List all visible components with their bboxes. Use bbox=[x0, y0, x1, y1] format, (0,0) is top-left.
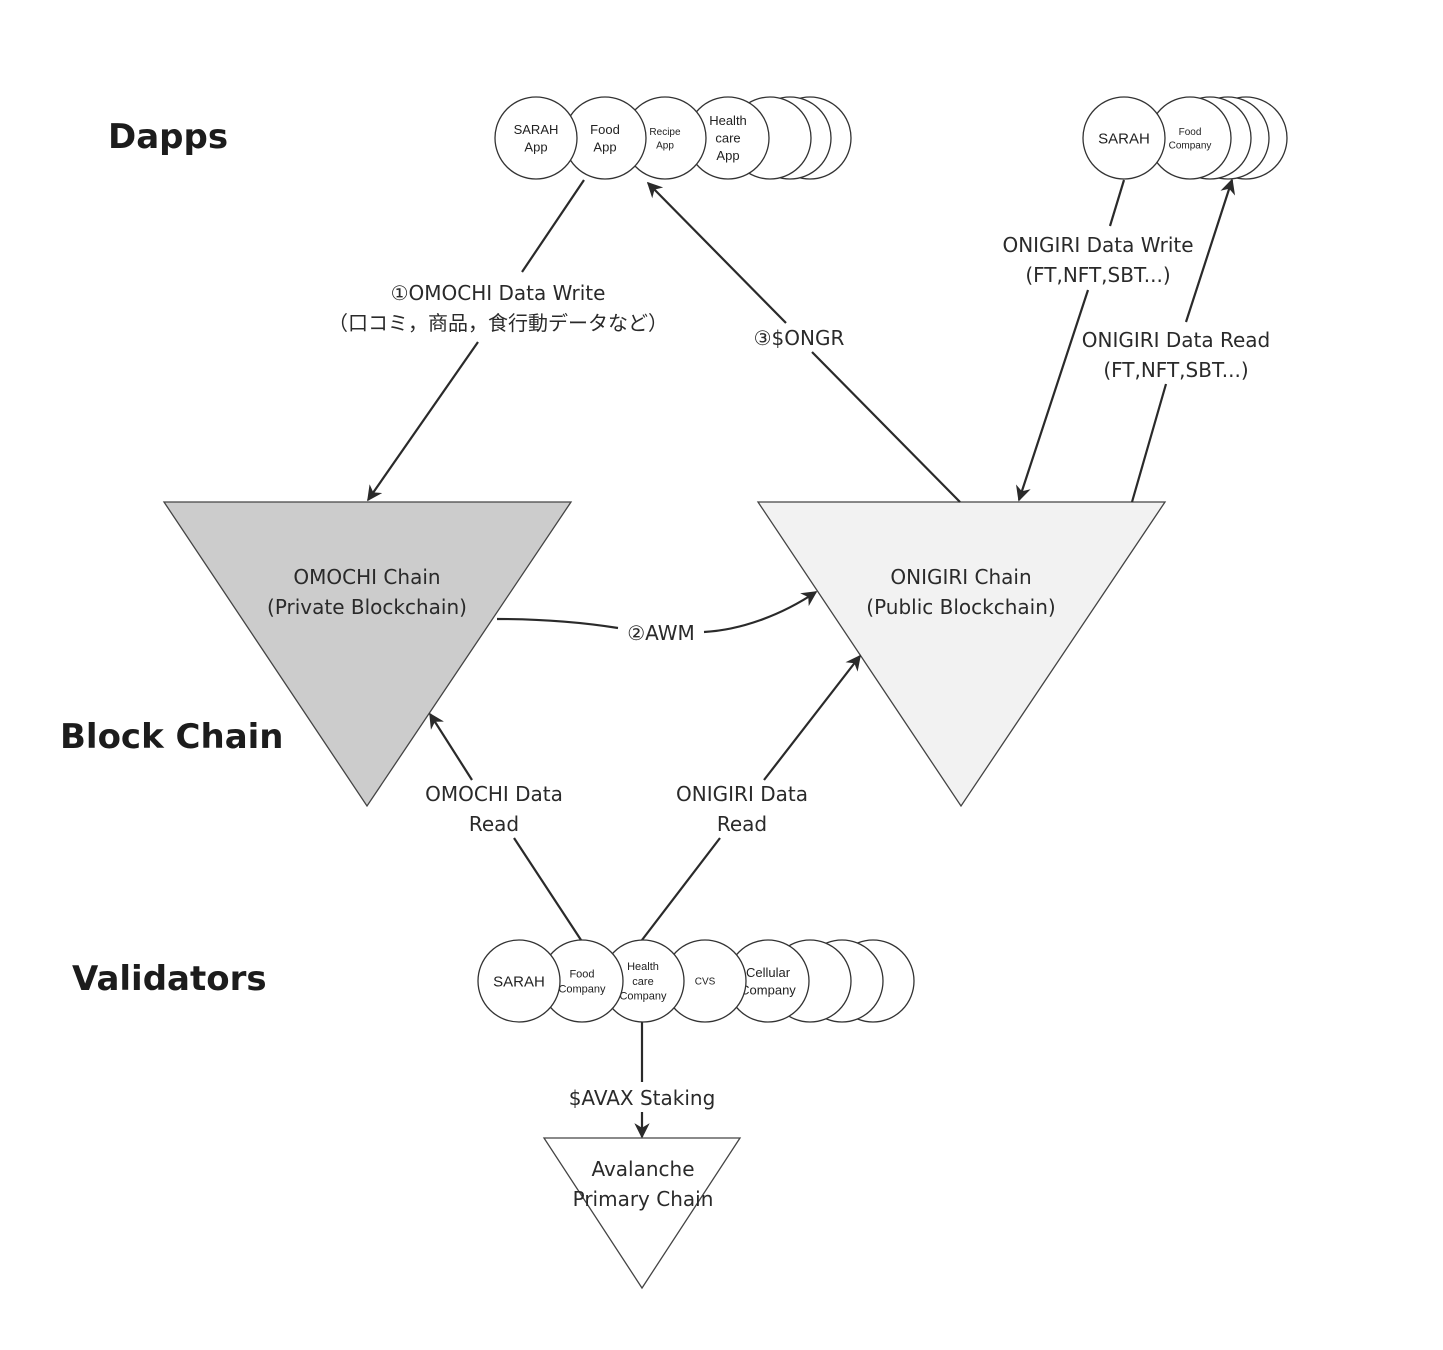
edge-label-omochi-read-2: Read bbox=[469, 812, 519, 836]
layer-label-dapps: Dapps bbox=[108, 117, 228, 157]
edge-omochi-write-lower bbox=[367, 341, 479, 502]
edge-onigiri-write-upper bbox=[1108, 179, 1126, 227]
edge-awm-left bbox=[496, 617, 619, 630]
validator-node-sarah[interactable] bbox=[477, 939, 561, 1023]
edge-label-omochi-read-1: OMOCHI Data bbox=[425, 782, 563, 806]
edge-label-onigiri-read-top-1: ONIGIRI Data Read bbox=[1082, 328, 1271, 352]
edge-ongr-lower bbox=[811, 351, 961, 503]
avalanche-chain-title: Avalanche bbox=[591, 1157, 694, 1181]
validator-node-label: Company bbox=[619, 991, 667, 1003]
edge-label-avax-staking: $AVAX Staking bbox=[569, 1086, 716, 1110]
validator-node-label: Health bbox=[627, 961, 659, 973]
validator-node-label: CVS bbox=[695, 977, 716, 988]
validator-node-label: SARAH bbox=[493, 973, 545, 990]
validator-node-label: care bbox=[632, 976, 653, 988]
dapp-node-label: Health bbox=[709, 113, 747, 128]
edge-onigiri-read-top-upper bbox=[1184, 178, 1236, 323]
dapp-node-label: care bbox=[715, 131, 740, 146]
validator-node-label: Cellular bbox=[746, 965, 791, 980]
edge-label-omochi-write-1: ①OMOCHI Data Write bbox=[391, 281, 606, 305]
edge-label-ongr: ③$ONGR bbox=[754, 326, 845, 350]
edge-label-onigiri-read-2: Read bbox=[717, 812, 767, 836]
onigiri-chain-subtitle: (Public Blockchain) bbox=[866, 595, 1055, 619]
validator-node-label: Company bbox=[558, 983, 606, 995]
omochi-chain-triangle[interactable] bbox=[162, 501, 573, 808]
edge-label-onigiri-write-2: (FT,NFT,SBT...) bbox=[1025, 263, 1170, 287]
edge-label-omochi-write-2: （口コミ，商品，食行動データなど） bbox=[328, 311, 668, 335]
dapp-node-label: SARAH bbox=[514, 122, 559, 137]
dapp-right-node-label: Company bbox=[1169, 140, 1212, 151]
edge-label-awm: ②AWM bbox=[627, 621, 695, 645]
dapp-node-label: App bbox=[593, 139, 616, 154]
layer-label-blockchain: Block Chain bbox=[60, 717, 284, 757]
dapp-node-label: Food bbox=[590, 122, 620, 137]
edge-awm-right bbox=[703, 591, 818, 634]
omochi-chain-subtitle: (Private Blockchain) bbox=[267, 595, 467, 619]
onigiri-chain-title: ONIGIRI Chain bbox=[890, 565, 1031, 589]
edge-omochi-write-upper bbox=[521, 179, 585, 273]
dapp-right-node-label: SARAH bbox=[1098, 130, 1150, 147]
edge-label-onigiri-read-top-2: (FT,NFT,SBT...) bbox=[1103, 358, 1248, 382]
edge-onigiri-read-top-lower bbox=[1130, 383, 1168, 503]
edge-onigiri-read-lower bbox=[641, 837, 721, 941]
avalanche-chain-subtitle: Primary Chain bbox=[573, 1187, 714, 1211]
edge-label-onigiri-write-1: ONIGIRI Data Write bbox=[1002, 233, 1193, 257]
dapp-node-sarah-app[interactable] bbox=[494, 96, 578, 180]
layer-label-validators: Validators bbox=[72, 959, 267, 999]
dapp-right-node-label: Food bbox=[1179, 127, 1202, 138]
onigiri-chain-triangle[interactable] bbox=[756, 501, 1167, 808]
edge-omochi-read-upper bbox=[429, 712, 473, 781]
dapp-right-node-sarah[interactable] bbox=[1082, 96, 1166, 180]
edge-ongr-upper bbox=[646, 181, 787, 324]
validator-node-label: Company bbox=[740, 982, 796, 997]
edge-label-onigiri-read-1: ONIGIRI Data bbox=[676, 782, 808, 806]
edge-onigiri-read-upper bbox=[763, 654, 861, 781]
edge-onigiri-write-lower bbox=[1016, 289, 1090, 502]
dapp-node-label: App bbox=[656, 140, 674, 151]
edge-omochi-read-lower bbox=[513, 837, 582, 941]
dapp-node-label: App bbox=[716, 148, 739, 163]
dapp-node-label: Recipe bbox=[649, 127, 681, 138]
validator-node-label: Food bbox=[569, 968, 594, 980]
dapp-node-label: App bbox=[524, 139, 547, 154]
omochi-chain-title: OMOCHI Chain bbox=[293, 565, 440, 589]
